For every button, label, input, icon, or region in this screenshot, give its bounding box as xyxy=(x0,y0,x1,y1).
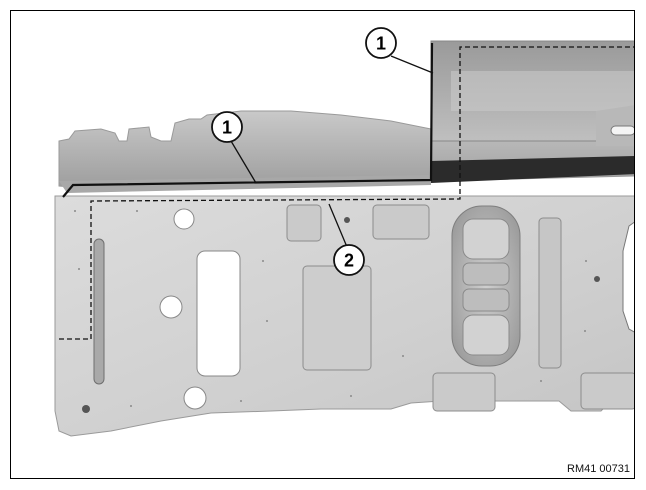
callout-2: 2 xyxy=(333,244,365,276)
callout-number: 1 xyxy=(222,118,232,138)
callout-1-mid: 1 xyxy=(211,111,243,143)
seam-line xyxy=(62,42,434,198)
diagram-frame: 1 1 2 RM41 00731 xyxy=(10,10,635,479)
callout-1-top: 1 xyxy=(365,27,397,59)
panel-illustration: 1 1 2 xyxy=(54,27,634,437)
dashed-outline xyxy=(59,46,634,340)
callout-number: 1 xyxy=(376,34,386,54)
figure-reference-code: RM41 00731 xyxy=(567,463,630,475)
callout-number: 2 xyxy=(344,251,354,271)
